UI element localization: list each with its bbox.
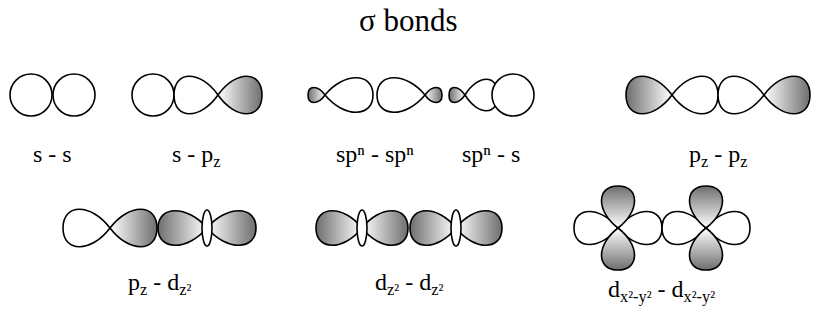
- d-torus: [202, 210, 212, 246]
- bond-label: s - pz: [172, 140, 221, 169]
- d-lobe: [207, 211, 256, 246]
- p-lobe: [174, 76, 218, 114]
- hybrid-lobe: [377, 78, 425, 113]
- bond-label: spⁿ - s: [462, 140, 520, 169]
- hybrid-lobe: [449, 88, 465, 103]
- d-lobe: [158, 211, 207, 246]
- p-lobe: [63, 209, 110, 247]
- d-lobe: [690, 228, 723, 270]
- s-orbital: [10, 74, 52, 116]
- p-lobe: [218, 76, 262, 114]
- d-torus: [451, 210, 461, 246]
- p-lobe: [764, 76, 810, 114]
- d-lobe: [690, 186, 723, 228]
- hybrid-lobe: [308, 88, 325, 103]
- diagram-title: σ bonds: [359, 2, 458, 39]
- d-lobe: [316, 211, 362, 246]
- d-lobe: [362, 211, 408, 246]
- s-orbital: [53, 74, 95, 116]
- d-lobe: [456, 211, 502, 246]
- p-lobe: [110, 209, 157, 247]
- d-lobe: [602, 228, 635, 270]
- s-orbital: [132, 74, 174, 116]
- s-orbital: [492, 74, 534, 116]
- d-lobe: [602, 186, 635, 228]
- bond-label: pz - dz²: [128, 268, 191, 297]
- d-lobe: [410, 211, 456, 246]
- p-lobe: [718, 76, 764, 114]
- bond-label: dz² - dz²: [375, 268, 443, 297]
- d-torus: [357, 210, 367, 246]
- p-lobe: [672, 76, 718, 114]
- bond-label: dx²-y² - dx²-y²: [608, 275, 715, 304]
- bond-label: spⁿ - spⁿ: [336, 140, 414, 169]
- bond-label: s - s: [33, 140, 72, 169]
- bond-label: pz - pz: [689, 140, 748, 169]
- hybrid-lobe: [325, 78, 373, 113]
- p-lobe: [626, 76, 672, 114]
- hybrid-lobe: [425, 88, 442, 103]
